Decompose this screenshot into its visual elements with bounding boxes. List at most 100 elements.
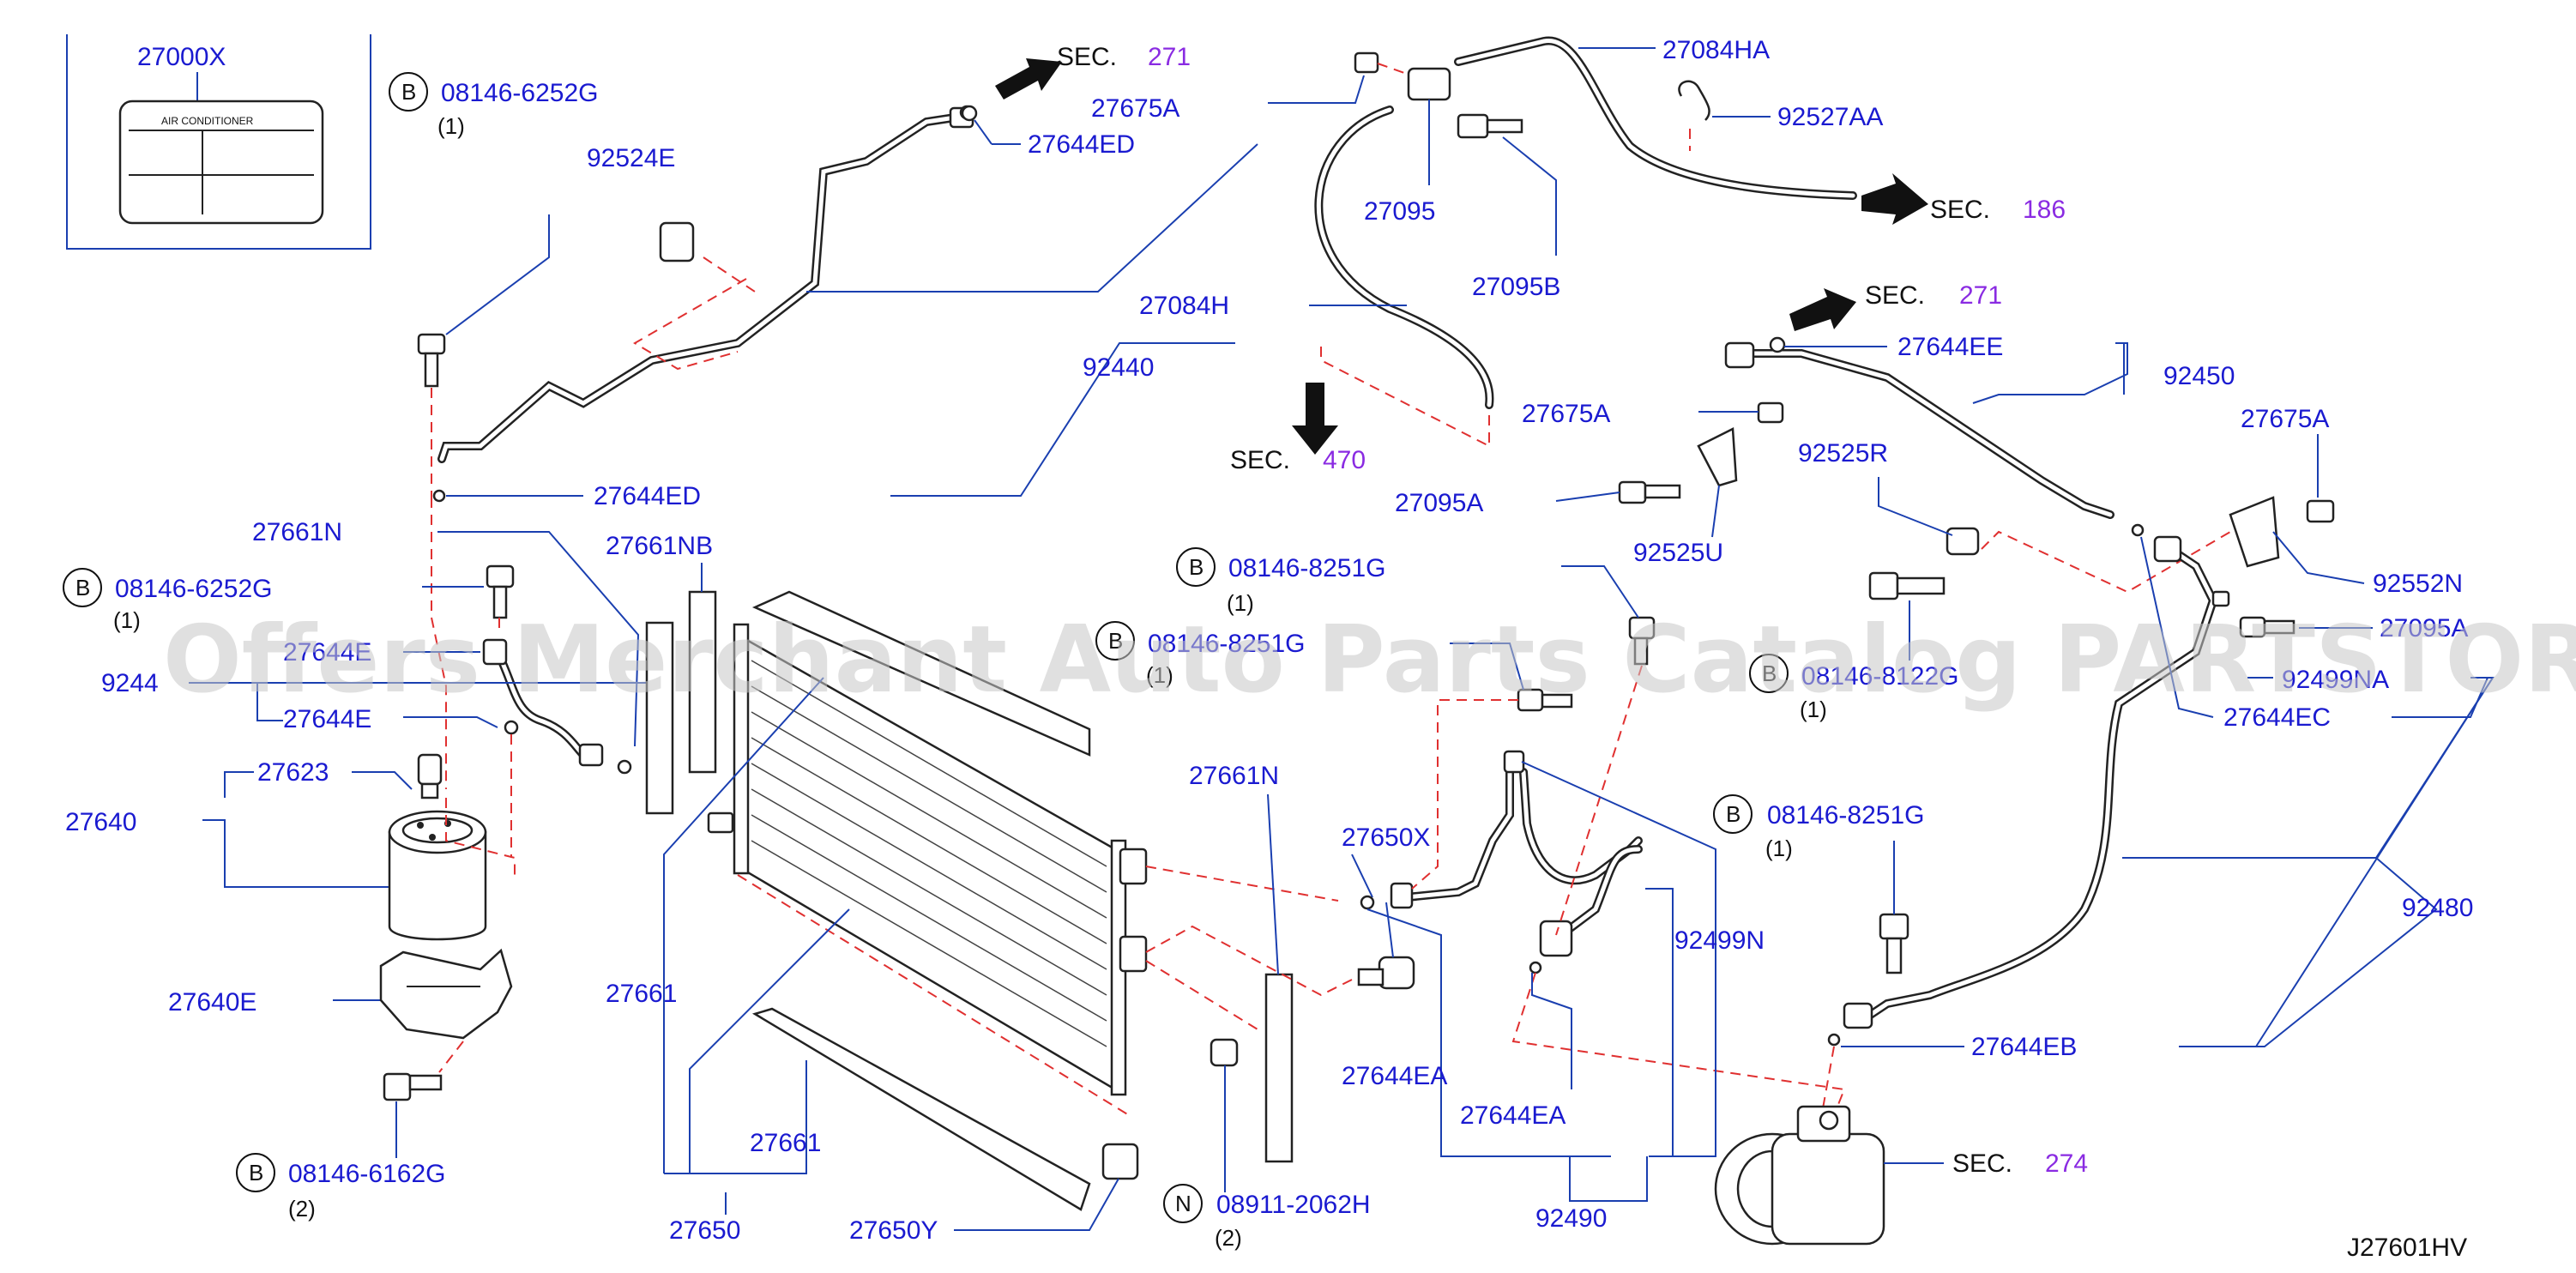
- part-label-08146-8251G-b[interactable]: 08146-8251G: [1148, 630, 1306, 658]
- section-ref-sec186[interactable]: SEC.: [1930, 196, 1990, 224]
- part-label-27095A-left[interactable]: 27095A: [1395, 489, 1483, 517]
- bolt-badge-b: B: [75, 575, 90, 600]
- part-label-92499NA[interactable]: 92499NA: [2282, 666, 2389, 694]
- part-label-08146-8122G[interactable]: 08146-8122G: [1801, 662, 1959, 691]
- part-label-9244[interactable]: 9244: [101, 669, 159, 697]
- part-label-08146-8251G-c[interactable]: 08146-8251G: [1767, 801, 1925, 830]
- pipe-92440-group: [437, 105, 974, 463]
- part-label-92450[interactable]: 92450: [2163, 362, 2235, 390]
- section-number-186: 186: [2023, 196, 2066, 224]
- bolt-08146-8251G-center: [1628, 616, 1656, 666]
- part-label-08911-2062H[interactable]: 08911-2062H: [1216, 1191, 1371, 1219]
- bracket-92525U: [1697, 427, 1738, 487]
- part-label-27644EB[interactable]: 27644EB: [1971, 1033, 2077, 1061]
- part-label-27084H[interactable]: 27084H: [1139, 292, 1229, 320]
- bolt-27095B: [1457, 113, 1523, 139]
- part-label-27644E-upper[interactable]: 27644E: [283, 638, 371, 667]
- bolt-08146-8251G-right: [1879, 913, 1909, 974]
- part-label-27000X[interactable]: 27000X: [137, 43, 226, 71]
- part-label-92552N[interactable]: 92552N: [2373, 570, 2463, 598]
- part-label-27675A-mid[interactable]: 27675A: [1522, 400, 1610, 428]
- part-qty: (1): [1765, 836, 1793, 861]
- part-label-27650Y[interactable]: 27650Y: [849, 1216, 938, 1245]
- pipe-92450-group: [1618, 336, 2335, 594]
- part-label-27084HA[interactable]: 27084HA: [1662, 36, 1770, 64]
- section-number-274: 274: [2045, 1149, 2088, 1178]
- part-label-27640[interactable]: 27640: [65, 808, 136, 836]
- part-label-92525R[interactable]: 92525R: [1798, 439, 1888, 468]
- part-label-08146-6162G[interactable]: 08146-6162G: [288, 1160, 446, 1188]
- bolt-badge-b: B: [1189, 554, 1204, 580]
- section-number-271-right: 271: [1959, 281, 2002, 310]
- bolt-badge-b: B: [1726, 801, 1740, 827]
- part-label-27661-lower[interactable]: 27661: [750, 1129, 821, 1157]
- arrow-sec470: [1292, 383, 1338, 455]
- part-label-27644ED-top[interactable]: 27644ED: [1028, 130, 1135, 159]
- bolt-08146-6252G-b: [486, 564, 515, 619]
- arrow-sec271-upper: [995, 58, 1062, 100]
- part-label-27644ED-lower[interactable]: 27644ED: [594, 482, 701, 510]
- bolt-badge-b: B: [401, 79, 416, 105]
- part-label-27661N-left[interactable]: 27661N: [252, 518, 342, 546]
- hose-92480-group: [1843, 523, 2295, 1029]
- part-label-27644EA-right[interactable]: 27644EA: [1460, 1101, 1566, 1130]
- part-label-27644EA-left[interactable]: 27644EA: [1342, 1062, 1447, 1090]
- watermark-text: Offers Merchant Auto Parts Catalog PARTS…: [163, 606, 2576, 714]
- part-label-27095A-right[interactable]: 27095A: [2380, 614, 2468, 643]
- part-label-92480[interactable]: 92480: [2402, 894, 2473, 922]
- diagram-reference-code: J27601HV: [2347, 1234, 2467, 1262]
- part-label-27095B[interactable]: 27095B: [1472, 273, 1560, 301]
- pressure-switch-27650X: [1357, 956, 1415, 990]
- part-label-27644E-lower[interactable]: 27644E: [283, 705, 371, 733]
- part-label-27650X[interactable]: 27650X: [1342, 824, 1430, 852]
- part-label-92525U[interactable]: 92525U: [1633, 539, 1723, 567]
- seal-27661N-left: [645, 621, 674, 815]
- part-label-27675A-right[interactable]: 27675A: [2241, 405, 2329, 433]
- clip-27675A-top: [1354, 51, 1379, 74]
- arrow-sec186: [1861, 173, 1928, 225]
- hose-connector-27095: [1407, 67, 1451, 101]
- hose-27084-group: [1314, 36, 1857, 409]
- section-number-470: 470: [1323, 446, 1366, 474]
- hose-27084H: [1314, 106, 1494, 409]
- bolt-08146-8251G-mid: [1517, 688, 1573, 712]
- seal-27661N-right: [1264, 973, 1294, 1163]
- part-label-27623[interactable]: 27623: [257, 758, 329, 787]
- bolt-08146-6162G: [383, 1072, 443, 1101]
- part-label-27661NB[interactable]: 27661NB: [606, 532, 713, 560]
- part-label-27650[interactable]: 27650: [669, 1216, 740, 1245]
- part-label-92490[interactable]: 92490: [1535, 1204, 1607, 1233]
- part-label-27644EC[interactable]: 27644EC: [2223, 703, 2331, 732]
- bolt-27095A-left: [1618, 480, 1681, 504]
- section-ref-sec274[interactable]: SEC.: [1952, 1149, 2012, 1178]
- section-number-271-top: 271: [1148, 43, 1191, 71]
- bolt-badge-b: B: [249, 1160, 263, 1186]
- part-label-27644EE[interactable]: 27644EE: [1897, 333, 2003, 361]
- part-label-27095[interactable]: 27095: [1364, 197, 1435, 226]
- part-label-27640E[interactable]: 27640E: [168, 988, 256, 1017]
- clamp-92527AA: [1678, 80, 1710, 121]
- part-label-92499N[interactable]: 92499N: [1674, 926, 1765, 955]
- part-label-92527AA[interactable]: 92527AA: [1777, 103, 1883, 131]
- part-label-27661N-right[interactable]: 27661N: [1189, 762, 1279, 790]
- part-qty: (1): [1800, 697, 1827, 722]
- part-label-27661-left[interactable]: 27661: [606, 980, 677, 1008]
- part-label-08146-6252G-b[interactable]: 08146-6252G: [115, 575, 273, 603]
- part-label-08146-6252G[interactable]: 08146-6252G: [441, 79, 599, 107]
- part-label-92440[interactable]: 92440: [1083, 353, 1154, 382]
- bolt-27095A-right: [2239, 616, 2295, 638]
- section-ref-sec271-top[interactable]: SEC.: [1057, 43, 1117, 71]
- section-ref-sec470[interactable]: SEC.: [1230, 446, 1290, 474]
- ac-compressor: [1714, 1105, 1885, 1246]
- part-qty: (1): [1146, 662, 1173, 688]
- part-label-08146-8251G-a[interactable]: 08146-8251G: [1228, 554, 1386, 582]
- part-label-27675A-top[interactable]: 27675A: [1091, 94, 1179, 123]
- bracket-27640E: [379, 948, 513, 1040]
- bolt-upper-left: [417, 333, 446, 388]
- part-label-92524E[interactable]: 92524E: [587, 144, 675, 172]
- part-qty: (1): [437, 113, 465, 139]
- section-ref-sec271-right[interactable]: SEC.: [1865, 281, 1925, 310]
- part-qty: (2): [1215, 1225, 1242, 1251]
